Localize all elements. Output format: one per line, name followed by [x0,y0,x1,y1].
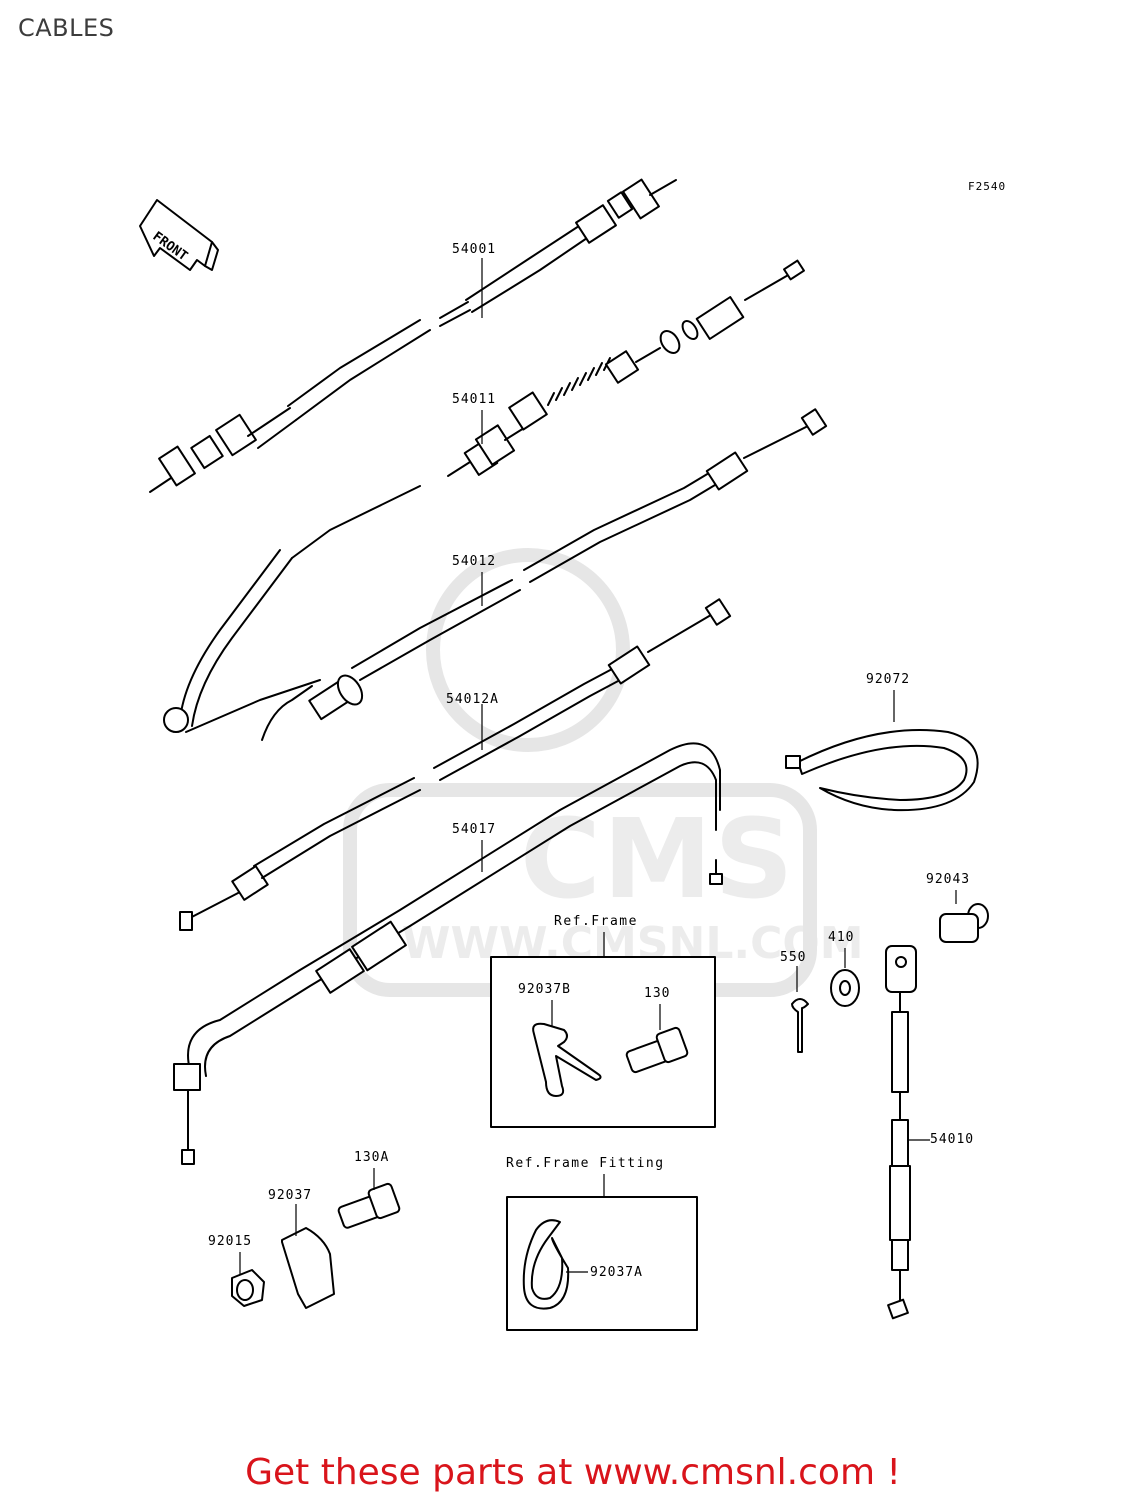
label-92043: 92043 [926,872,971,887]
label-92037A: 92037A [590,1265,643,1280]
tie-band-92072 [797,729,979,812]
label-54017: 54017 [452,822,497,837]
cable-54010 [885,945,917,1320]
label-92072: 92072 [866,672,911,687]
label-550: 550 [780,950,807,965]
figure-code: F2540 [968,180,1007,193]
cable-54001 [149,178,677,493]
label-130A: 130A [354,1150,390,1165]
label-410: 410 [828,930,855,945]
ref-frame-title: Ref.Frame [554,914,638,929]
label-54012A: 54012A [446,692,499,707]
clamp-92037 [281,1227,335,1309]
leader-lines [239,258,957,1274]
clip-92037A [522,1219,570,1310]
cable-54011 [447,259,805,477]
nut-92015 [231,1269,265,1307]
label-54010: 54010 [930,1132,975,1147]
page-title: CABLES [18,14,115,42]
label-92037B: 92037B [518,982,571,997]
watermark-logo: CMS [520,795,796,923]
bolt-130 [625,1026,689,1074]
label-54012: 54012 [452,554,497,569]
label-92037: 92037 [268,1188,313,1203]
cable-54012A [179,598,732,931]
label-54001: 54001 [452,242,497,257]
tie-band-head [785,755,801,769]
label-92015: 92015 [208,1234,253,1249]
cable-54012 [163,408,828,741]
front-arrow-icon [139,199,219,271]
washer-410 [830,969,860,1007]
pin-92043 [939,903,989,943]
label-54011: 54011 [452,392,497,407]
clip-92037B [532,1022,602,1097]
ref-frame-fitting-title: Ref.Frame Fitting [506,1156,665,1171]
cable-54017 [173,742,723,1165]
cotter-pin-550 [791,998,809,1053]
bolt-130A [337,1182,401,1229]
promo-link[interactable]: Get these parts at www.cmsnl.com ! [245,1452,901,1493]
label-130: 130 [644,986,671,1001]
